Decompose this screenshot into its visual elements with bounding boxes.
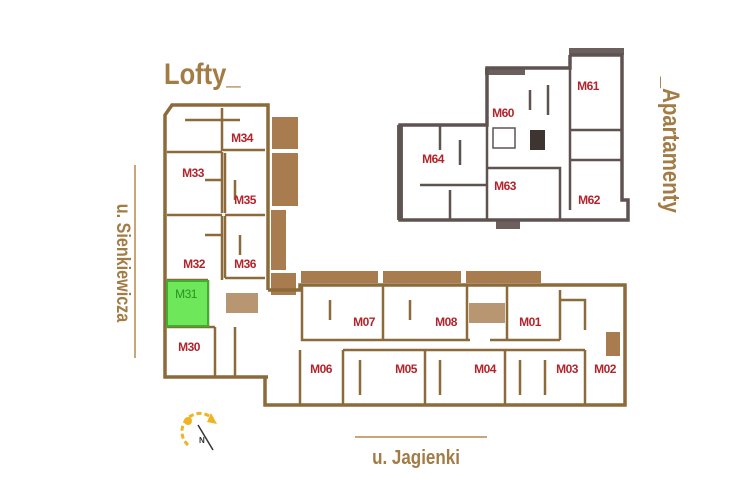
main-wing [263,271,627,407]
unit-m34[interactable] [222,108,265,150]
unit-m08[interactable] [383,285,467,340]
unit-m07[interactable] [302,285,383,340]
apartment-building [397,48,630,229]
unit-m64[interactable] [402,127,487,220]
unit-m32[interactable] [167,216,222,280]
unit-m06[interactable] [300,350,343,405]
unit-m02[interactable] [585,290,625,405]
unit-m33[interactable] [167,152,222,213]
unit-m62[interactable] [572,132,622,220]
unit-m36[interactable] [225,216,265,278]
unit-m63[interactable] [489,170,560,220]
lofty-title: Lofty_ [164,58,241,91]
elevator [530,130,545,150]
compass-icon: N [180,411,217,451]
stairs-main [469,303,505,323]
unit-m03[interactable] [505,350,585,405]
unit-m04[interactable] [425,350,505,405]
stairs-apartments [492,127,516,149]
unit-m30[interactable] [167,328,215,377]
unit-m61[interactable] [572,57,622,130]
unit-m01[interactable] [507,285,560,340]
unit-m31[interactable] [166,280,209,327]
compass-north-label: N [199,436,205,445]
unit-m05[interactable] [343,350,425,405]
street-jagienki: u. Jagienki [372,447,460,469]
unit-m60[interactable] [487,70,570,125]
stairs-lofty [226,293,258,313]
unit-m35[interactable] [225,153,265,213]
lofty-wing [163,103,298,379]
